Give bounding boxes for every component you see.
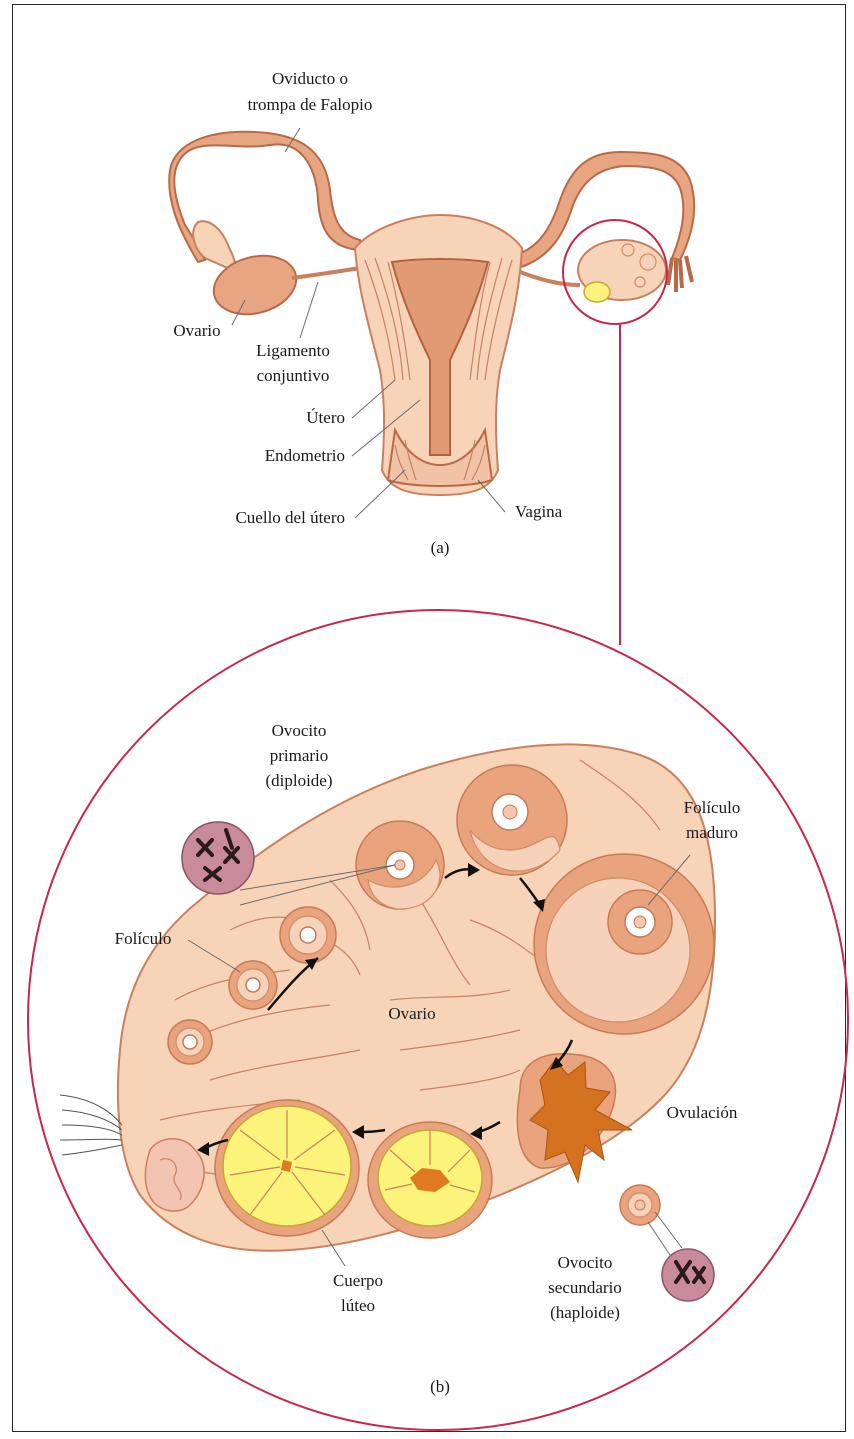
right-ligament bbox=[515, 270, 580, 285]
label-corpus-luteum-line2: lúteo bbox=[341, 1296, 375, 1315]
label-primary-oocyte-line1: Ovocito bbox=[272, 721, 327, 740]
follicle-2 bbox=[229, 961, 277, 1009]
label-panel-b: (b) bbox=[430, 1377, 450, 1396]
label-uterus: Útero bbox=[306, 408, 345, 427]
label-secondary-oocyte-line2: secundario bbox=[548, 1278, 622, 1297]
label-cervix: Cuello del útero bbox=[235, 508, 345, 527]
label-mature-follicle-line2: maduro bbox=[686, 823, 738, 842]
label-primary-oocyte-line3: (diploide) bbox=[265, 771, 332, 790]
label-ovary-a: Ovario bbox=[173, 321, 220, 340]
right-ovary-follicle-3 bbox=[635, 277, 645, 287]
leader-vagina bbox=[478, 480, 505, 512]
right-ovary-corpus bbox=[584, 282, 610, 302]
haploid-chromosome-cell bbox=[648, 1212, 714, 1301]
label-corpus-luteum-line1: Cuerpo bbox=[333, 1271, 383, 1290]
label-oviduct-line1: Oviducto o bbox=[272, 69, 348, 88]
label-primary-oocyte-line2: primario bbox=[270, 746, 329, 765]
label-mature-follicle-line1: Folículo bbox=[684, 798, 741, 817]
panel-a: Oviducto o trompa de Falopio Ovario Liga… bbox=[169, 69, 694, 557]
mature-follicle bbox=[534, 854, 714, 1034]
label-ovulation: Ovulación bbox=[667, 1103, 738, 1122]
secondary-follicle bbox=[457, 765, 567, 875]
label-ligament-line1: Ligamento bbox=[256, 341, 330, 360]
hilum-vessels bbox=[60, 1095, 122, 1155]
right-fimbriae bbox=[668, 256, 692, 292]
label-vagina: Vagina bbox=[515, 502, 563, 521]
left-ligament bbox=[292, 268, 360, 278]
label-oviduct-line2: trompa de Falopio bbox=[248, 95, 373, 114]
right-ovary-follicle-2 bbox=[640, 254, 656, 270]
label-follicle: Folículo bbox=[115, 929, 172, 948]
label-secondary-oocyte-line3: (haploide) bbox=[550, 1303, 620, 1322]
right-ovary-follicle-1 bbox=[622, 244, 634, 256]
early-corpus-luteum bbox=[368, 1122, 492, 1238]
follicle-1 bbox=[168, 1020, 212, 1064]
label-endometrium: Endometrio bbox=[265, 446, 345, 465]
label-panel-a: (a) bbox=[431, 538, 450, 557]
label-secondary-oocyte-line1: Ovocito bbox=[558, 1253, 613, 1272]
primary-follicle bbox=[356, 821, 444, 909]
leader-cervix bbox=[355, 470, 405, 518]
secondary-oocyte bbox=[620, 1185, 660, 1225]
panel-b: Ovocito primario (diploide) Folículo mad… bbox=[60, 721, 740, 1396]
label-ligament-line2: conjuntivo bbox=[257, 366, 330, 385]
corpus-luteum bbox=[215, 1100, 359, 1236]
leader-ligament bbox=[300, 282, 318, 338]
left-fimbriae bbox=[193, 221, 234, 270]
follicle-3 bbox=[280, 907, 336, 963]
label-ovary-b: Ovario bbox=[388, 1004, 435, 1023]
